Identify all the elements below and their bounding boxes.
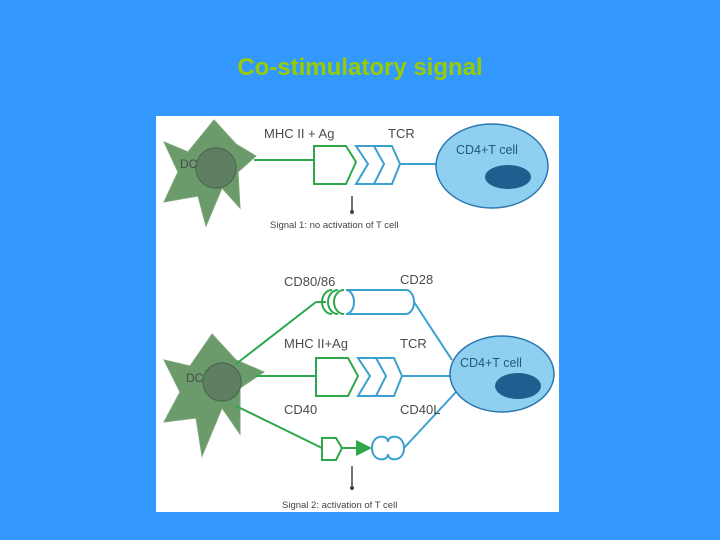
dc-nucleus-bottom: [202, 362, 242, 402]
mhc-label-top: MHC II + Ag: [264, 126, 334, 141]
cd40-label: CD40: [284, 402, 317, 417]
bottom-panel: DC CD80/86 CD28 MHC II+Ag TCR CD40 CD4: [163, 272, 555, 511]
signal-1-text: Signal 1: no activation of T cell: [270, 220, 399, 231]
mhc-receptor-top: [313, 145, 358, 185]
tcell-label-bottom: CD4+T cell: [460, 356, 522, 370]
cd28-label: CD28: [400, 272, 433, 287]
cd80-label: CD80/86: [284, 274, 335, 289]
tcell-nucleus-top: [485, 165, 531, 189]
signal-2-text: Signal 2: activation of T cell: [282, 500, 397, 511]
tcell-nucleus-bottom: [495, 373, 541, 399]
cd40l-receptor: [370, 435, 406, 461]
slide-title: Co-stimulatory signal: [237, 54, 483, 81]
tcr-receptor-top: [354, 145, 402, 185]
dc-label-top: DC: [180, 157, 198, 171]
tcr-receptor-bottom: [356, 357, 404, 397]
tcell-top: [435, 123, 549, 209]
dc-label-bottom: DC: [186, 371, 204, 385]
tcell-label-top: CD4+T cell: [456, 143, 518, 157]
costimulation-figure: DC CD4+T cell MHC II + Ag TCR Signal 1: …: [156, 116, 559, 512]
tcr-label-top: TCR: [388, 126, 415, 141]
mhc-label-bottom: MHC II+Ag: [284, 336, 348, 351]
mhc-receptor-bottom: [315, 357, 360, 397]
cd40l-label: CD40L: [400, 402, 440, 417]
tcell-bottom: [449, 335, 555, 413]
top-panel: DC CD4+T cell MHC II + Ag TCR Signal 1: …: [163, 119, 549, 231]
tcr-label-bottom: TCR: [400, 336, 427, 351]
dc-nucleus-top: [195, 147, 237, 189]
cd40-receptor: [321, 437, 344, 461]
cd28-receptor: [345, 289, 415, 315]
